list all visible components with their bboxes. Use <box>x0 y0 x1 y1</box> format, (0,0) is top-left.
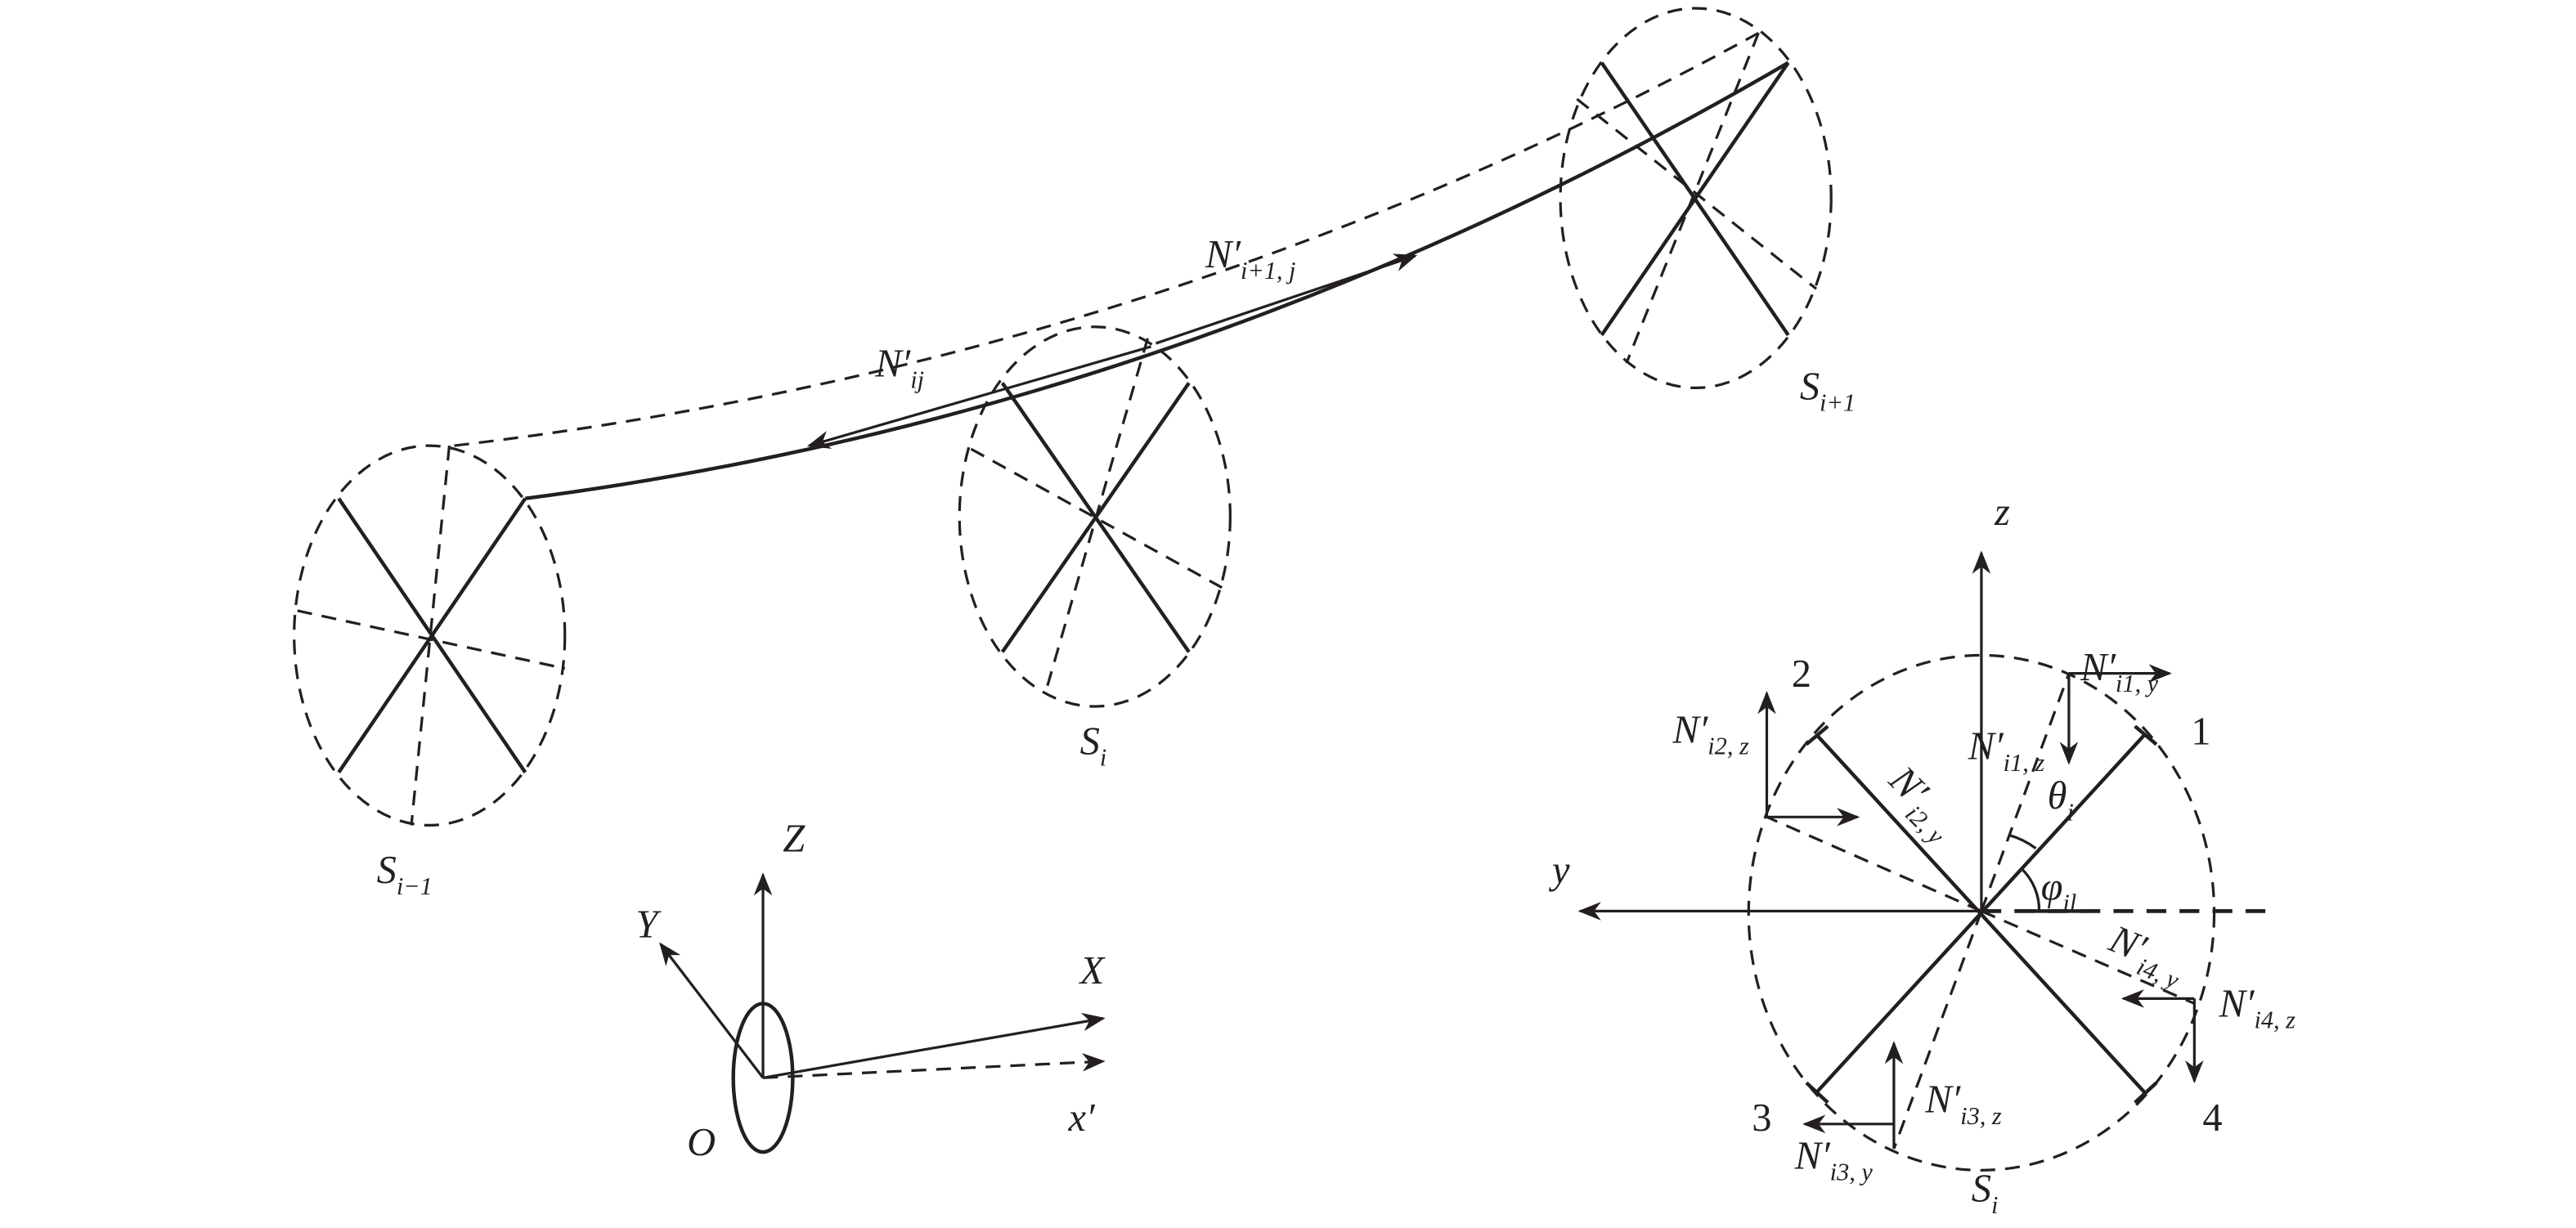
label-s-i-plus-1: Si+1 <box>1800 365 1856 417</box>
axis-label-x-prime: x′ <box>1067 1096 1095 1140</box>
label-phi-il: φil <box>2041 865 2077 917</box>
axis-label-local-z: z <box>1994 491 2010 534</box>
label-n-i1-z: N′i1, z <box>1968 725 2045 777</box>
angle-arc-phi <box>2022 868 2041 912</box>
global-coordinate-frame: Z Y X x′ O <box>636 818 1106 1164</box>
angle-arc-theta <box>2008 833 2037 849</box>
section-s-i-minus-1 <box>293 444 567 827</box>
axis-label-x: X <box>1079 949 1106 993</box>
label-theta-i: θi <box>2048 774 2074 826</box>
label-n-i4-y: N′i4, y <box>2099 917 2192 995</box>
label-s-i: Si <box>1080 720 1107 772</box>
beam-3d-view: N′i+1, j N′ij Si+1 Si Si−1 Z Y X x′ O <box>293 7 1856 1164</box>
section-s-i-plus-1 <box>1559 7 1833 390</box>
axis-label-y: Y <box>636 903 662 947</box>
label-n-i2-z: N′i2, z <box>1672 708 1749 760</box>
label-n-i2-y: N′i2, y <box>1874 758 1967 850</box>
section-s-i <box>958 325 1232 708</box>
label-n-i3-y: N′i3, y <box>1794 1134 1874 1185</box>
rebar-number-2: 2 <box>1792 652 1811 696</box>
label-n-ij: N′ij <box>874 342 924 393</box>
label-n-i1-y: N′i1, y <box>2080 646 2159 697</box>
label-s-i-minus-1: Si−1 <box>377 849 433 900</box>
beam-solid-curve <box>525 61 1789 500</box>
rebar-number-4: 4 <box>2202 1096 2222 1140</box>
axis-label-z: Z <box>783 818 806 861</box>
force-arrow-n-i1j <box>1155 253 1418 345</box>
label-n-i4-z: N′i4, z <box>2219 983 2296 1034</box>
origin-label: O <box>687 1121 716 1164</box>
label-n-i3-z: N′i3, z <box>1924 1078 2002 1130</box>
label-n-i1j: N′i+1, j <box>1205 233 1295 285</box>
cross-section-view: z y 2 1 3 4 N′i1, y N′i1, z N′i2, z N′i2… <box>1548 491 2296 1219</box>
beam-dashed-curve <box>454 31 1760 447</box>
label-section-s-i: Si <box>1972 1167 1999 1219</box>
axis-label-local-y: y <box>1548 849 1570 892</box>
force-arrow-n-ij <box>806 345 1151 449</box>
rebar-number-1: 1 <box>2191 710 2210 753</box>
rebar-number-3: 3 <box>1752 1096 1771 1140</box>
